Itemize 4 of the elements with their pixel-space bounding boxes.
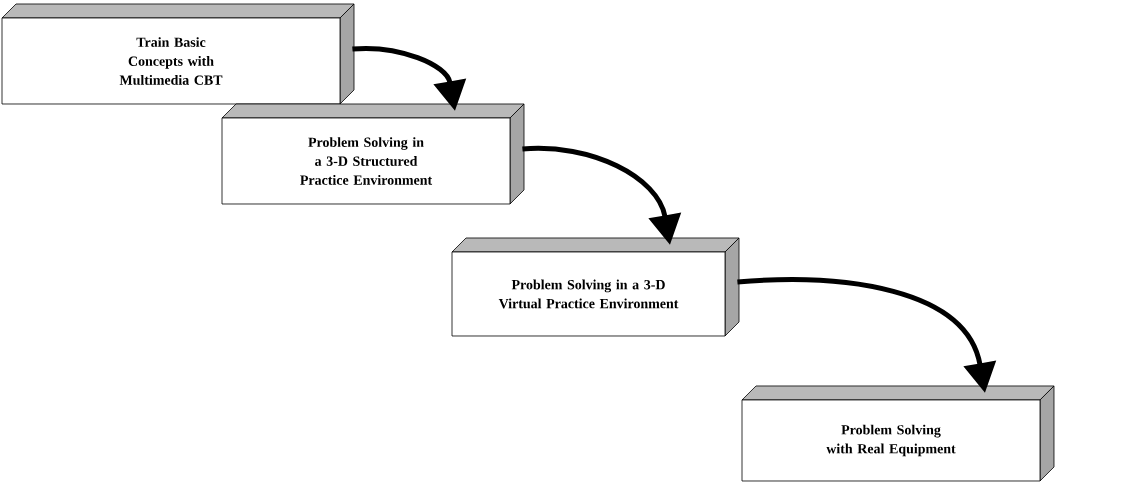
3d-box: Problem Solving with Real Equipment bbox=[741, 385, 1055, 482]
3d-box: Problem Solving in a 3-D Virtual Practice Environment bbox=[451, 237, 740, 337]
3d-box: Train Basic Concepts with Multimedia CBT bbox=[1, 3, 355, 105]
3d-box: Problem Solving in a 3-D Structured Practice Environment bbox=[221, 103, 525, 205]
